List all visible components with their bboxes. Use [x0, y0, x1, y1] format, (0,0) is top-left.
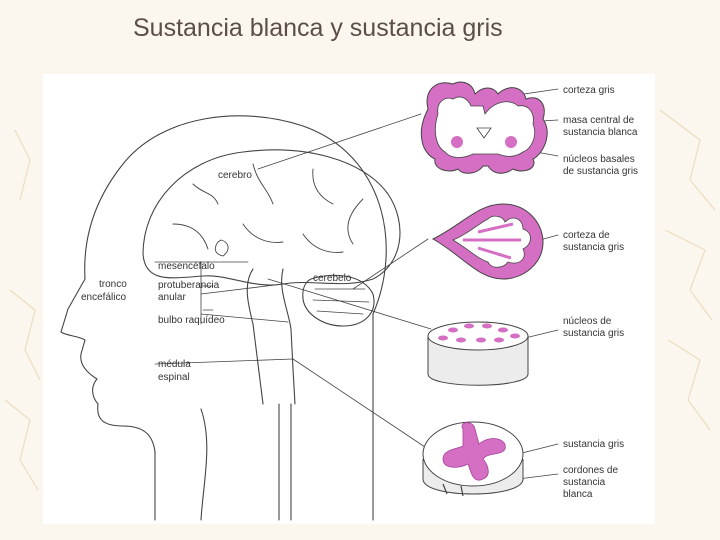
cerebellum-outline — [302, 274, 375, 327]
label-cordones-1: cordones de — [563, 465, 618, 476]
leader-cerebelo — [352, 238, 429, 290]
brainstem-outline — [246, 268, 296, 405]
spine-outline — [278, 403, 292, 521]
label-tronco-1: tronco — [99, 279, 127, 290]
label-nucleos-basales-1: núcleos basales — [563, 154, 635, 165]
label-corteza-gris: corteza gris — [563, 85, 615, 96]
cerebellum-section — [431, 203, 544, 280]
label-medula-1: médula — [158, 359, 191, 370]
label-cerebro: cerebro — [218, 170, 252, 181]
label-nucleos-basales-2: de sustancia gris — [563, 166, 638, 177]
label-corteza-de-1: corteza de — [563, 230, 610, 241]
leader-cerebro — [257, 113, 422, 170]
neck-outline — [200, 408, 208, 521]
label-tronco-2: encefálico — [81, 292, 126, 303]
cerebrum-section — [420, 81, 548, 174]
label-medula-2: espinal — [158, 372, 190, 383]
label-masa-central-2: sustancia blanca — [563, 127, 638, 138]
leader-tronco — [267, 278, 432, 330]
label-protuberancia-1: protuberancia — [158, 280, 220, 291]
cerebrum-outline — [142, 149, 401, 286]
label-nucleos-de-1: núcleos de — [563, 316, 612, 327]
label-cordones-3: blanca — [563, 489, 593, 500]
label-cordones-2: sustancia — [563, 477, 606, 488]
diagram-panel: cerebro cerebelo tronco encefálico mesen… — [43, 74, 655, 524]
label-masa-central-1: masa central de — [563, 115, 635, 126]
slide-title: Sustancia blanca y sustancia gris — [133, 14, 503, 42]
label-bulbo: bulbo raquídeo — [158, 315, 225, 326]
label-sustancia-gris: sustancia gris — [563, 439, 624, 450]
brain-diagram: cerebro cerebelo tronco encefálico mesen… — [60, 81, 638, 521]
spinal-cord-section — [422, 421, 524, 497]
head-outline — [60, 115, 387, 521]
brainstem-section — [427, 321, 529, 386]
label-cerebelo: cerebelo — [313, 273, 352, 284]
label-mesencefalo: mesencéfalo — [158, 261, 215, 272]
leader-medula — [292, 358, 429, 450]
label-corteza-de-2: sustancia gris — [563, 242, 624, 253]
label-protuberancia-2: anular — [158, 292, 186, 303]
label-nucleos-de-2: sustancia gris — [563, 328, 624, 339]
